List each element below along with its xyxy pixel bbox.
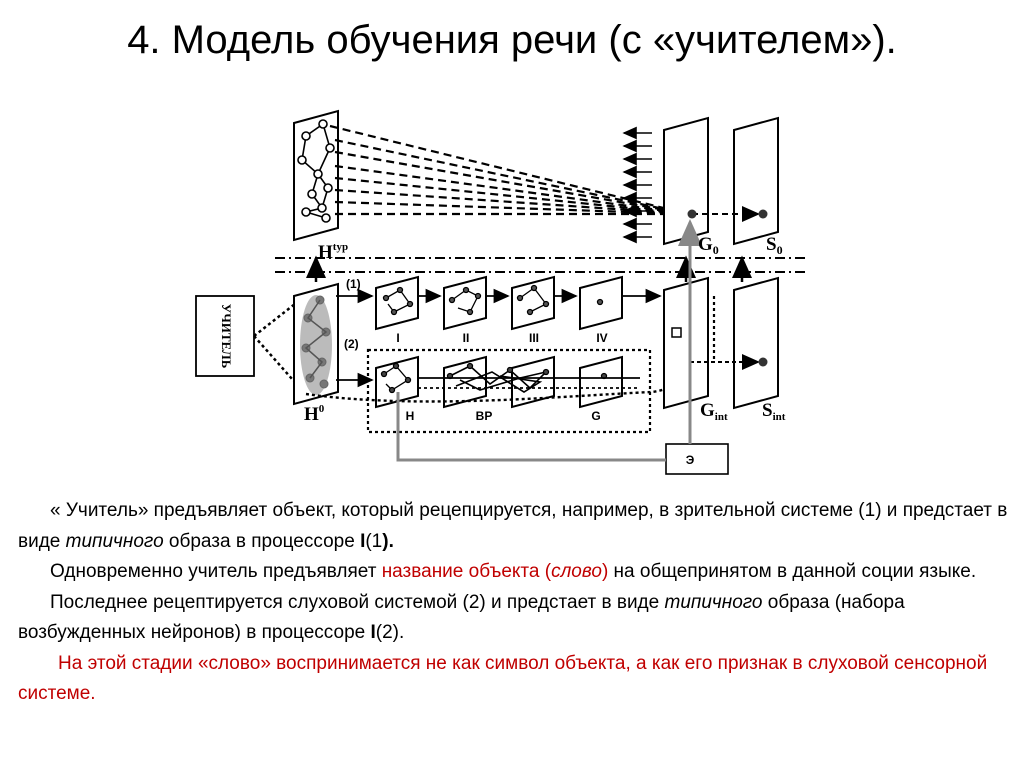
label-roman-1: I (396, 331, 399, 345)
svg-text:S0: S0 (766, 234, 783, 257)
label-gint: G (700, 400, 715, 421)
svg-text:Htyp: Htyp (318, 241, 348, 263)
label-sint: S (762, 400, 773, 421)
label-roman-4: IV (596, 331, 607, 345)
label-h0: H (304, 404, 319, 425)
up-arrows (306, 255, 752, 282)
panel-roman-3 (511, 275, 555, 331)
explanation-text: « Учитель» предъявляет объект, который р… (18, 496, 1018, 710)
speech-learning-diagram: УЧИТЕЛЬ (195, 109, 808, 475)
panel-s0 (733, 116, 779, 246)
h-typ-neuron-chain (297, 119, 335, 223)
label-proc-h: H (406, 409, 415, 423)
paragraph-1: « Учитель» предъявляет объект, который р… (18, 500, 1008, 552)
label-roman-2: II (463, 331, 470, 345)
path2-panels (375, 355, 623, 409)
label-path1: (1) (346, 277, 361, 291)
panel-gint (663, 276, 709, 410)
svg-text:Gint: Gint (700, 400, 728, 423)
svg-text:H0: H0 (304, 403, 325, 425)
gint-marker (671, 327, 682, 338)
panel-proc-bp-2 (511, 355, 555, 409)
page-title: 4. Модель обучения речи (с «учителем»). (127, 18, 897, 62)
e-box-label: Э (686, 453, 695, 467)
teacher-box (195, 295, 255, 377)
e-box (665, 443, 729, 475)
gray-feedback-loop (396, 392, 666, 462)
path2-enclosure (366, 348, 652, 434)
teacher-box-label: УЧИТЕЛЬ (219, 304, 234, 369)
path1-panels (375, 275, 623, 331)
h0-neuron-cloud (300, 295, 332, 395)
label-roman-3: III (529, 331, 539, 345)
panel-g0 (663, 116, 709, 246)
label-h-typ: H (318, 242, 333, 263)
g0-node (687, 209, 697, 219)
panel-proc-h (375, 355, 419, 409)
label-g0: G (698, 234, 713, 255)
svg-text:G0: G0 (698, 234, 719, 257)
dashed-projection-lines (329, 124, 689, 216)
paragraph-4: На этой стадии «слово» воспринимается не… (18, 652, 988, 705)
paragraph-3: Последнее рецептируется слуховой системо… (18, 591, 905, 644)
svg-text:Sint: Sint (762, 400, 786, 423)
path2-flow (336, 372, 640, 389)
label-s0: S (766, 234, 777, 255)
panel-roman-2 (443, 275, 487, 331)
label-proc-g: G (591, 409, 600, 423)
panel-proc-g (579, 355, 623, 409)
path2-neuron-sketches (380, 362, 608, 394)
path1-neuron-sketches (382, 284, 604, 316)
panel-roman-1 (375, 275, 419, 331)
panel-sint (733, 276, 779, 410)
paragraph-2: Одновременно учитель предъявляет названи… (50, 561, 977, 582)
feedback-arrows (622, 126, 652, 244)
label-proc-bp: BP (476, 409, 493, 423)
label-path2: (2) (344, 337, 359, 351)
sint-node (758, 357, 768, 367)
dotted-link-h0-gint (305, 351, 692, 403)
s0-node (758, 209, 768, 219)
